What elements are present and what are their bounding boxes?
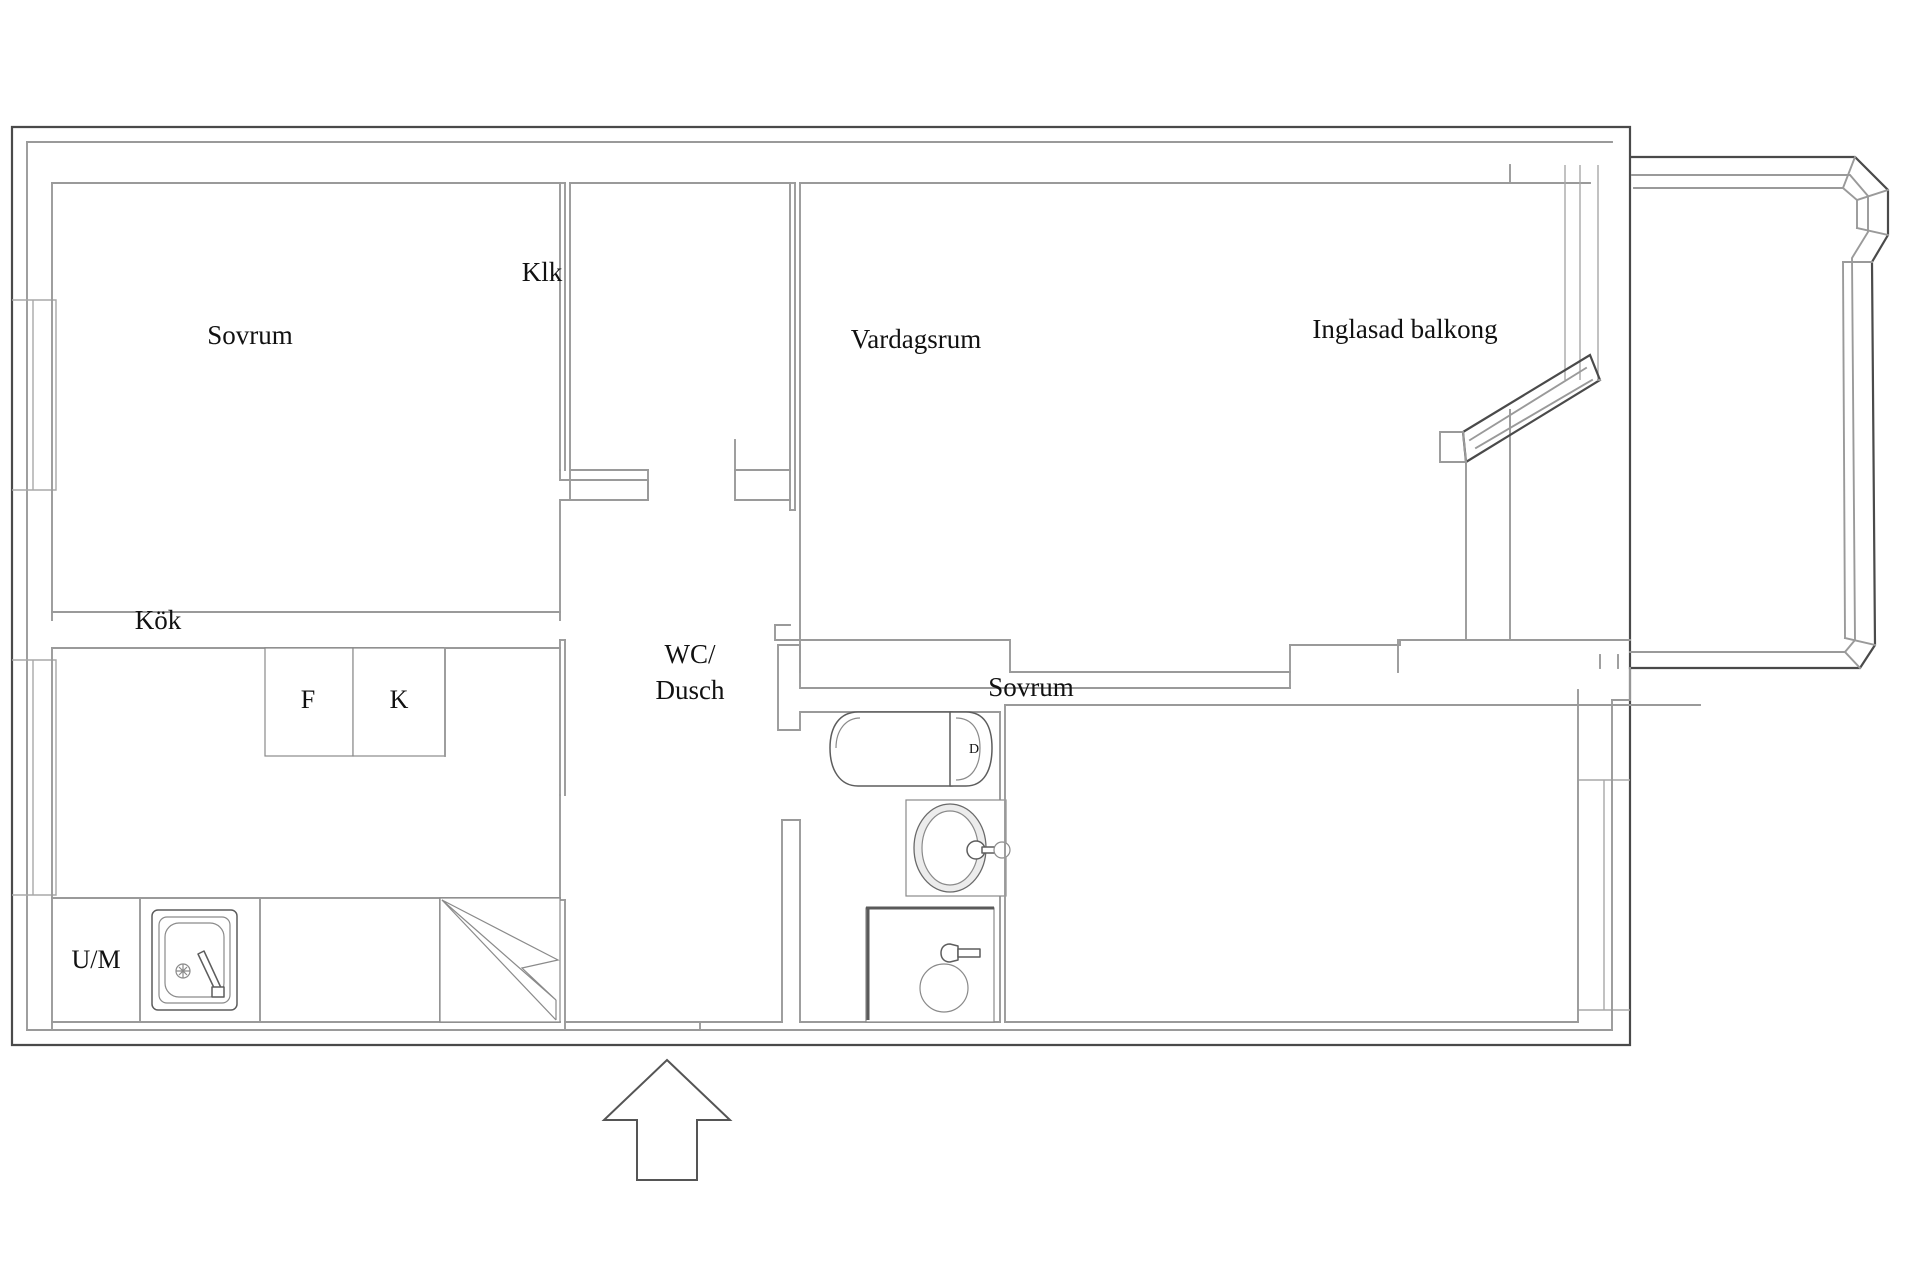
- appliance-label-group: F K U/M: [71, 685, 408, 974]
- room-label-inglasad-balkong: Inglasad balkong: [1312, 314, 1497, 344]
- room-sovrum-bottom-right: [1004, 689, 1701, 1023]
- shower-icon: [865, 906, 995, 1023]
- room-inglasad-balkong: [1439, 155, 1890, 670]
- toilet-marker-label: D: [969, 742, 979, 757]
- room-klk: [569, 182, 796, 511]
- appliance-label-freezer: K: [390, 685, 409, 714]
- kitchen-cabinets-fk: [264, 647, 561, 757]
- room-label-sovrum-bottom-right: Sovrum: [988, 672, 1074, 702]
- shower-head-icon: [940, 943, 981, 963]
- room-vardagsrum: [799, 164, 1591, 673]
- washbasin-icon: [905, 799, 1011, 897]
- room-label-group: Sovrum Klk Vardagsrum Inglasad balkong K…: [135, 257, 1498, 705]
- outer-wall-envelope: [10, 125, 1632, 1047]
- window-left-upper: [12, 299, 57, 491]
- drain-icon: [919, 963, 969, 1013]
- balcony-entry-upper: [1564, 165, 1599, 380]
- appliance-label-laundry: U/M: [71, 945, 120, 974]
- room-label-vardagsrum: Vardagsrum: [851, 324, 981, 354]
- hall-walls: [564, 624, 801, 1031]
- room-label-wc-dusch-line2: Dusch: [656, 675, 725, 705]
- room-label-kok: Kök: [135, 605, 182, 635]
- entrance-arrow-icon: [601, 1058, 733, 1181]
- room-label-wc-dusch-line1: WC/: [665, 639, 716, 669]
- stove-icon: [439, 897, 561, 1023]
- right-wall-jog: [1289, 639, 1631, 1031]
- window-left-lower: [12, 659, 57, 896]
- room-sovrum-top-left: [51, 182, 649, 621]
- kitchen-sink-icon: [151, 909, 238, 1011]
- appliance-label-fridge: F: [301, 685, 315, 714]
- room-label-sovrum-top-left: Sovrum: [207, 320, 293, 350]
- room-label-klk: Klk: [522, 257, 563, 287]
- toilet-icon: D: [829, 711, 993, 787]
- window-right: [1577, 779, 1630, 1011]
